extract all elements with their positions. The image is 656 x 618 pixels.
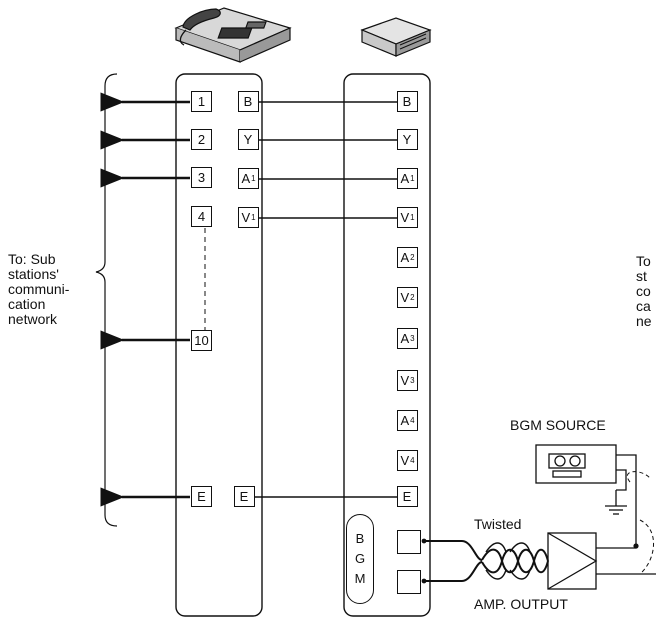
right-terminal: B [397,91,418,112]
left-network-note: To: Sub stations' communi- cation networ… [8,251,70,327]
right-terminal: Y [397,129,418,150]
bgm-source-label: BGM SOURCE [510,417,606,433]
twisted-label: Twisted [474,516,522,532]
arrows-to-substations [100,92,190,507]
left-brace [95,73,118,527]
left-number-terminal: E [191,486,212,507]
left-letter-terminal: Y [238,129,259,150]
left-number-terminal: 1 [191,91,212,112]
amp-output-label: AMP. OUTPUT [474,596,568,612]
twisted-wire [424,540,549,582]
left-panel [175,73,263,617]
bgm-output-terminal [397,530,421,554]
bgm-block: B G M [346,514,374,604]
left-number-terminal: 10 [191,330,212,351]
right-terminal: E [397,486,418,507]
left-number-terminal: 2 [191,129,212,150]
panel-connection-lines [255,101,400,498]
left-letter-terminal: B [238,91,259,112]
left-number-terminal: 4 [191,206,212,227]
amplifier-box-icon [360,17,432,57]
right-network-note: To st co ca ne [636,254,652,329]
right-panel [343,73,431,617]
ground-icon [605,505,627,515]
bgm-output-terminal [397,570,421,594]
telephone-console-icon [174,7,292,63]
tape-deck-icon [535,444,617,484]
left-number-terminal: 3 [191,167,212,188]
left-letter-terminal: E [234,486,255,507]
amplifier-triangle-icon [547,532,656,590]
